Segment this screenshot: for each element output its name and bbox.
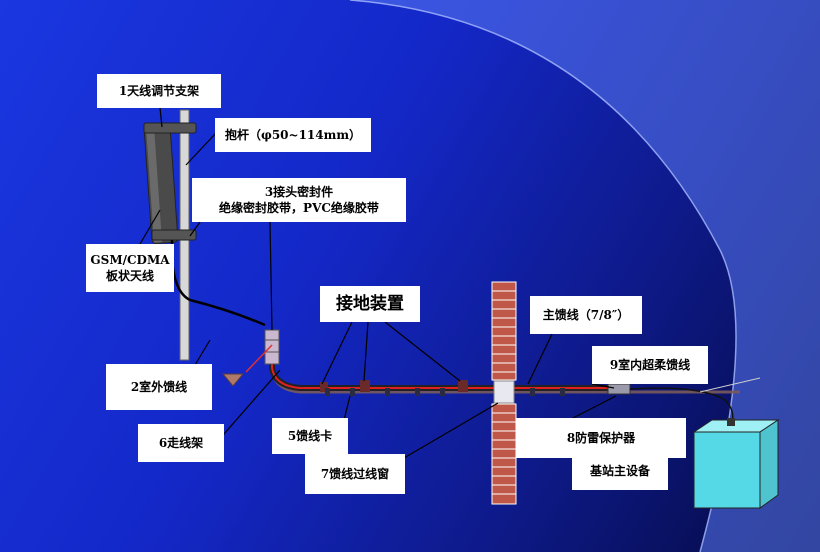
- ground-marker-icon: [221, 373, 245, 387]
- brick-wall-upper: [491, 281, 517, 381]
- label-indoor-feeder: 9室内超柔馈线: [592, 346, 708, 384]
- label-grounding-device: 接地装置: [320, 286, 420, 322]
- label-feeder-window: 7馈线过线窗: [305, 454, 405, 494]
- light-blue-curve-region: [350, 0, 820, 552]
- label-feeder-clamp: 5馈线卡: [272, 418, 348, 454]
- light-blue-curve-edge: [349, 0, 737, 552]
- lightning-protector: [607, 383, 631, 395]
- grounding-kit-3: [458, 380, 468, 392]
- grounding-kit-1: [320, 382, 328, 392]
- feeder-clamp: [385, 388, 390, 396]
- label-lightning-protector: 8防雷保护器: [516, 418, 686, 458]
- base-station-box: [692, 418, 780, 509]
- label-antenna-bracket: 1天线调节支架: [97, 74, 221, 108]
- indoor-feeder-cable: [629, 387, 734, 423]
- feeder-clamp: [440, 388, 445, 396]
- label-cable-tray: 6走线架: [138, 424, 224, 462]
- brick-wall-lower: [491, 403, 517, 505]
- feeder-window: [493, 380, 515, 404]
- label-panel-antenna: GSM/CDMA 板状天线: [86, 244, 174, 292]
- label-outdoor-feeder: 2室外馈线: [106, 364, 212, 410]
- joint-seal-connector: [264, 329, 280, 365]
- outdoor-feeder-cable: [269, 335, 610, 391]
- antenna-bracket-top: [143, 122, 197, 134]
- feeder-clamp: [350, 388, 355, 396]
- label-main-feeder: 主馈线（7/8″）: [530, 296, 642, 334]
- label-joint-seal: 3接头密封件 绝缘密封胶带，PVC绝缘胶带: [192, 178, 406, 222]
- label-pole: 抱杆（φ50~114mm）: [215, 118, 371, 152]
- label-base-station: 基站主设备: [572, 452, 668, 490]
- panel-antenna: [143, 124, 179, 244]
- feeder-clamp: [415, 388, 420, 396]
- feeder-clamp: [325, 388, 330, 396]
- antenna-bracket-bottom: [151, 229, 197, 241]
- feeder-clamp: [530, 388, 535, 396]
- grounding-kit-2: [360, 380, 370, 392]
- feeder-clamp: [560, 388, 565, 396]
